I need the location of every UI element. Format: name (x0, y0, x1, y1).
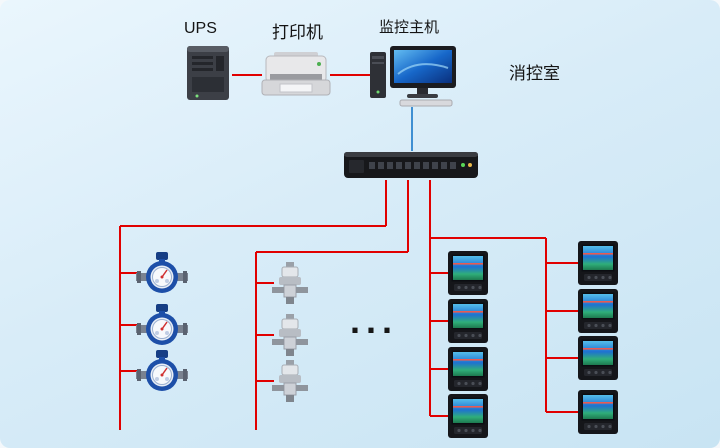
ups-icon (187, 46, 229, 100)
ellipsis-text: ... (350, 300, 399, 341)
printer-label: 打印机 (272, 23, 323, 42)
power-meter-icon (578, 390, 618, 434)
sensor-icon (272, 314, 308, 356)
power-meter-icon (448, 394, 488, 438)
power-meter-device (448, 251, 488, 295)
power-meter-icon (448, 347, 488, 391)
control-room-label: 消控室 (509, 64, 560, 83)
power-meter-icon (448, 299, 488, 343)
water-meter-device (136, 348, 188, 394)
monitor-host-device (368, 44, 460, 107)
data-collector-device (344, 150, 478, 180)
sensor-device (272, 314, 308, 356)
computer-icon (370, 46, 456, 107)
water-meter-icon (136, 302, 188, 348)
sensor-icon (272, 360, 308, 402)
water-meter-icon (136, 348, 188, 394)
water-meter-device (136, 302, 188, 348)
power-meter-device (578, 336, 618, 380)
sensor-device (272, 360, 308, 402)
water-meter-icon (136, 250, 188, 296)
printer-device (260, 52, 332, 102)
power-meter-icon (448, 251, 488, 295)
red-bus-lines (119, 74, 580, 430)
sensor-icon (272, 262, 308, 304)
power-meter-device (448, 299, 488, 343)
sensor-device (272, 262, 308, 304)
printer-icon (261, 52, 331, 96)
power-meter-icon (578, 289, 618, 333)
power-meter-device (578, 390, 618, 434)
switch-icon (344, 152, 478, 178)
ups-device (183, 44, 233, 102)
power-meter-icon (578, 241, 618, 285)
power-meter-device (448, 347, 488, 391)
power-meter-icon (578, 336, 618, 380)
water-meter-device (136, 250, 188, 296)
power-meter-device (448, 394, 488, 438)
monitor-host-label: 监控主机 (379, 19, 440, 36)
power-meter-device (578, 289, 618, 333)
power-meter-device (578, 241, 618, 285)
ups-label: UPS (184, 20, 217, 37)
